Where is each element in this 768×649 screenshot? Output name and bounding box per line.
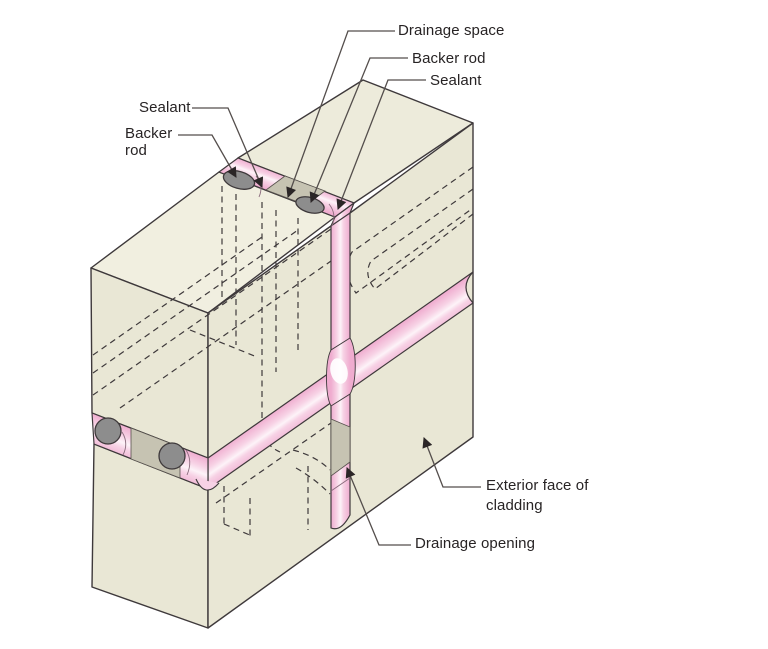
hidden-line xyxy=(215,422,332,504)
hidden-line xyxy=(92,236,263,356)
leader-drainage-space xyxy=(286,30,395,198)
hidden-line xyxy=(92,228,332,396)
label-sealant-left: Sealant xyxy=(139,99,191,116)
hidden-drain-curve xyxy=(295,467,331,495)
backer-rod-section-2 xyxy=(158,442,186,470)
leader-backer-rod-top xyxy=(309,57,408,203)
label-sealant-top: Sealant xyxy=(430,72,482,89)
hidden-line xyxy=(119,260,332,409)
leader-drainage-opening xyxy=(345,467,411,546)
backer-rod-section-1 xyxy=(94,417,122,445)
hidden-line xyxy=(223,523,253,537)
hidden-channel-capsule xyxy=(367,188,474,290)
leader-sealant-left xyxy=(192,107,264,188)
sealant-seam xyxy=(328,203,335,227)
label-drainage-opening: Drainage opening xyxy=(415,535,536,552)
leader-sealant-top xyxy=(336,79,426,210)
label-exterior-face: Exterior face of cladding xyxy=(486,477,589,514)
vertical-joint xyxy=(326,203,356,530)
sealant-seam xyxy=(185,449,191,476)
label-drainage-space: Drainage space xyxy=(398,22,505,39)
drainage-opening-patch xyxy=(330,418,351,477)
sealant-seam xyxy=(330,477,351,492)
hidden-drain-curve xyxy=(292,449,331,471)
intersection-highlight xyxy=(330,358,348,384)
joint-corner-wrap xyxy=(195,478,220,491)
leader-lines xyxy=(178,30,481,546)
hidden-line xyxy=(189,329,258,358)
sealant-seam xyxy=(121,431,127,456)
label-backer-rod-top: Backer rod xyxy=(412,50,486,67)
label-backer-rod-left: Backer rod xyxy=(125,125,173,159)
leader-exterior-face xyxy=(422,437,481,488)
hidden-joint-lines xyxy=(92,166,474,537)
leader-backer-rod-left xyxy=(178,134,237,178)
